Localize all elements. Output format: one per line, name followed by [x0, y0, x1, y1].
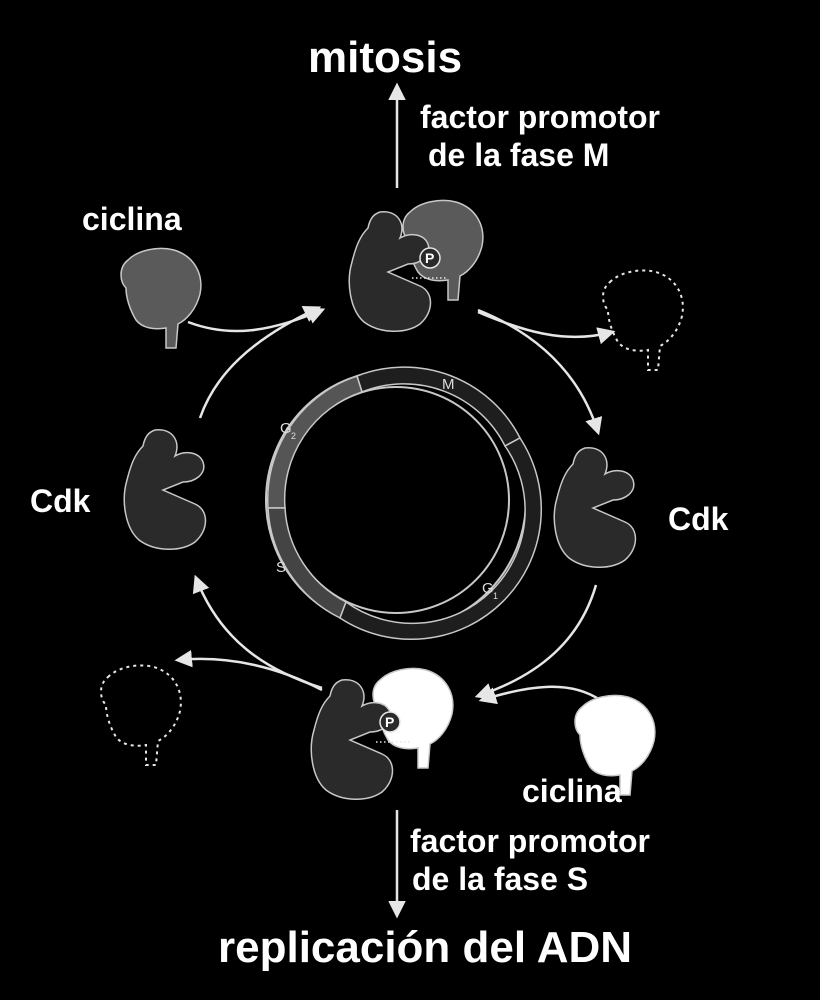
mpf-label-line2: de la fase M — [428, 137, 609, 173]
phosphate-icon: P — [412, 247, 446, 279]
mpf-complex: P — [348, 199, 484, 333]
replication-title: replicación del ADN — [218, 923, 632, 972]
phase-g1-segment — [339, 437, 543, 641]
cdk-left-label: Cdk — [30, 483, 91, 519]
phase-label-g2: G — [280, 420, 292, 437]
cyclin-s-degraded — [100, 664, 182, 766]
svg-text:P: P — [425, 250, 434, 266]
phase-label-g1-sub: 1 — [493, 591, 498, 601]
arrow-m-degrade — [477, 310, 616, 345]
arrow-right-to-bottom — [474, 584, 598, 700]
phosphate-icon-s: P — [376, 711, 412, 743]
arrow-cyclin-s-join — [478, 685, 601, 705]
cyclin-top-label: ciclina — [82, 201, 182, 237]
cdk-free-right — [553, 447, 637, 569]
phase-m-segment — [356, 366, 522, 448]
phase-label-g2-sub: 2 — [291, 431, 296, 441]
cdk-free-left — [123, 429, 207, 551]
phase-label-s: S — [276, 559, 286, 576]
phase-label-g1: G — [482, 580, 494, 597]
mpf-label-line1: factor promotor — [420, 99, 660, 135]
cycle-arrows — [174, 82, 616, 919]
cyclin-m-free — [120, 247, 202, 349]
phase-g2-segment — [266, 375, 363, 509]
spf-label-line1: factor promotor — [410, 823, 650, 859]
arrow-cyclin-m-join — [187, 307, 326, 333]
svg-text:P: P — [385, 714, 394, 730]
spf-complex: P — [310, 667, 454, 801]
mitosis-title: mitosis — [308, 33, 462, 82]
cyclin-m-degraded — [602, 269, 684, 371]
arrow-left-to-top — [198, 306, 322, 419]
cdk-right-label: Cdk — [668, 501, 729, 537]
spf-label-line2: de la fase S — [412, 861, 588, 897]
cell-cycle-ring: M G 2 S G 1 — [265, 366, 543, 641]
arrow-s-degrade — [174, 649, 323, 692]
phase-label-m: M — [442, 376, 455, 393]
cyclin-bottom-label: ciclina — [522, 773, 622, 809]
arrow-bottom-to-left — [192, 574, 323, 690]
